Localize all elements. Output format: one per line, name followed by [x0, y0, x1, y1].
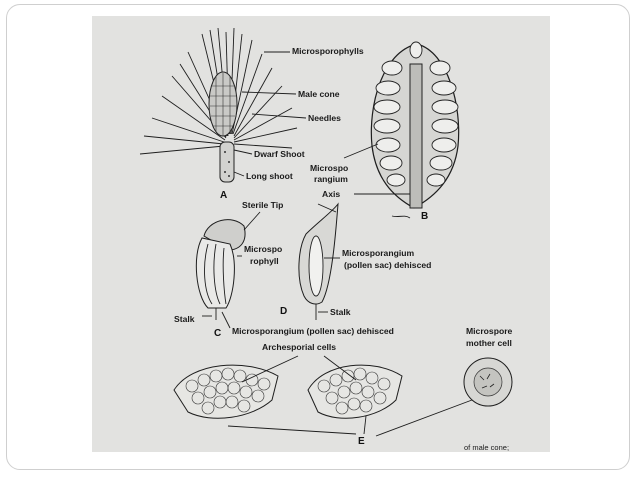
label-pollen-sac-dehisced-1: Microsporangium — [342, 248, 414, 258]
label-caption-fragment: of male cone; — [464, 443, 509, 452]
label-long-shoot: Long shoot — [246, 171, 293, 181]
label-microspore-1: Microspore — [466, 326, 513, 336]
label-microsporophyll-2: rophyll — [250, 256, 279, 266]
figure-drawing: Microsporophylls Male cone Needles Dwarf… — [139, 27, 513, 452]
letter-c: C — [214, 328, 221, 339]
label-microsporophylls: Microsporophylls — [292, 46, 364, 56]
label-microsporophyll-1: Microspo — [244, 244, 282, 254]
label-microsporangium-2: rangium — [314, 174, 348, 184]
figure-a-branch-drawing — [139, 27, 307, 183]
label-pollen-sac-dehisced-2: (pollen sac) dehisced — [344, 260, 431, 270]
label-pollen-sac-bottom: Microsporangium (pollen sac) dehisced — [232, 326, 394, 336]
label-microsporangium-1: Microspo — [310, 163, 348, 173]
label-microspore-2: mother cell — [466, 338, 512, 348]
letter-d: D — [280, 306, 287, 317]
label-stalk-right: Stalk — [330, 307, 351, 317]
figure-e-archesporium-drawing — [173, 355, 513, 437]
label-male-cone: Male cone — [298, 89, 340, 99]
label-archesporial-cells: Archesporial cells — [262, 342, 336, 352]
figure-c-microsporophyll-drawing — [195, 211, 261, 329]
figure-b-cone-section-drawing — [343, 41, 460, 219]
figure-d-dehisced-drawing — [298, 202, 340, 320]
label-stalk-left: Stalk — [174, 314, 195, 324]
pine-male-cone-figure: Microsporophylls Male cone Needles Dwarf… — [92, 16, 550, 452]
letter-a: A — [220, 190, 227, 201]
label-needles: Needles — [308, 113, 341, 123]
label-axis: Axis — [322, 189, 340, 199]
letter-b: B — [421, 211, 428, 222]
label-sterile-tip: Sterile Tip — [242, 200, 283, 210]
label-dwarf-shoot: Dwarf Shoot — [254, 149, 305, 159]
letter-e: E — [358, 436, 365, 447]
